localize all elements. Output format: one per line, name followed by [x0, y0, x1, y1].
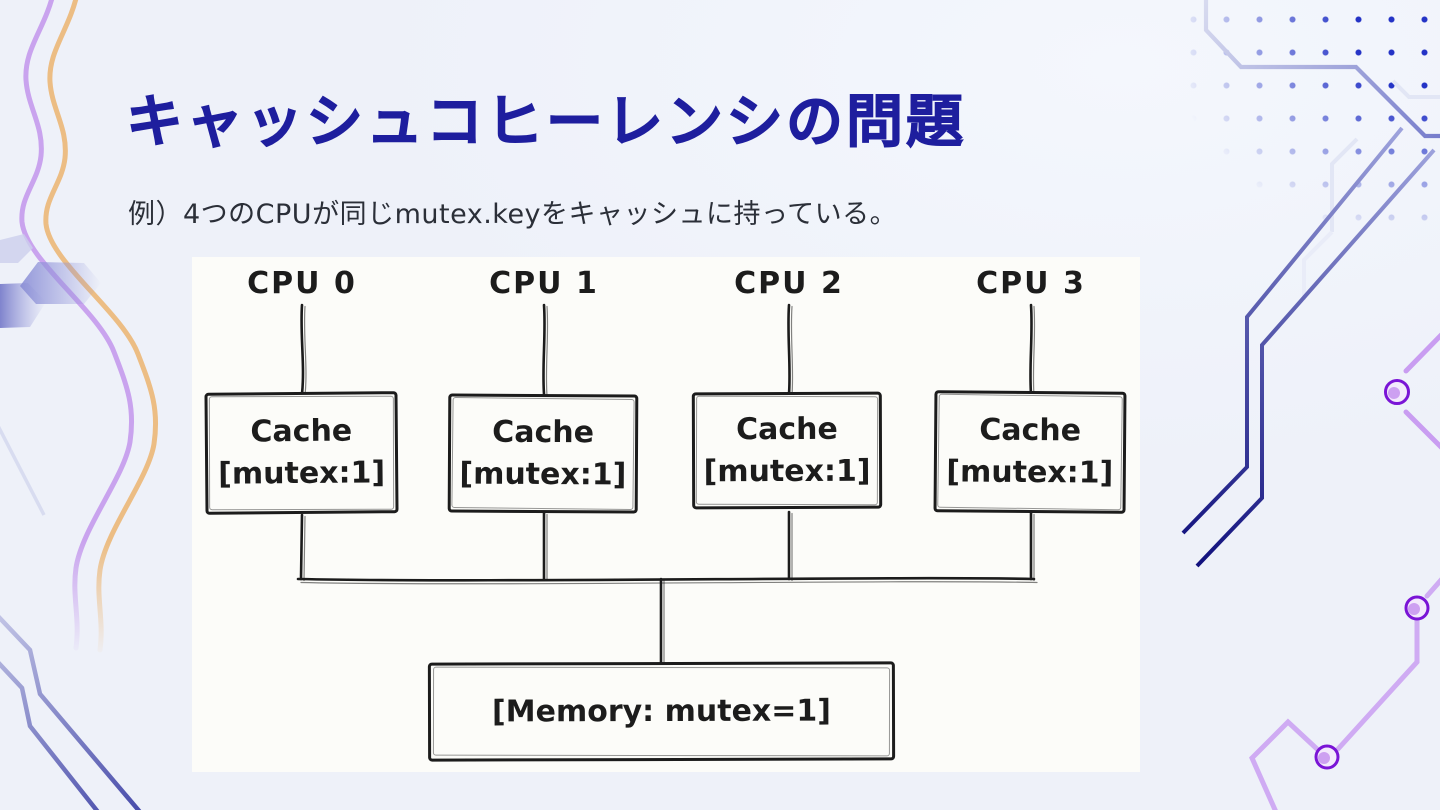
cache-box-3: Cache [mutex:1] — [933, 390, 1127, 514]
decor-dot-grid — [1168, 0, 1440, 226]
cache-title: Cache — [735, 411, 838, 447]
purple-circuit-upper — [1384, 332, 1440, 450]
cpu-label-1: CPU 1 — [489, 266, 599, 301]
diagram-panel: CPU 0 CPU 1 CPU 2 CPU 3 Cache [mutex:1] … — [192, 257, 1140, 772]
cache-value: [mutex:1] — [459, 456, 627, 492]
circuit-node-icon — [1384, 379, 1410, 405]
circuit-node-icon — [1404, 595, 1430, 621]
cache-value: [mutex:1] — [703, 453, 871, 489]
cache-title: Cache — [250, 413, 353, 450]
cpu-label-2: CPU 2 — [734, 266, 844, 301]
diagram-connectors — [296, 303, 1038, 667]
cache-box-1: Cache [mutex:1] — [447, 393, 639, 514]
memory-box: [Memory: mutex=1] — [427, 661, 896, 762]
cpu-label-3: CPU 3 — [976, 266, 1086, 301]
cache-box-2: Cache [mutex:1] — [691, 391, 883, 510]
hex-shard — [0, 234, 33, 263]
cache-value: [mutex:1] — [946, 454, 1114, 491]
circuit-node-icon — [1314, 744, 1340, 770]
slide-subtitle: 例）4つのCPUが同じmutex.keyをキャッシュに持っている。 — [128, 199, 898, 230]
cache-title: Cache — [492, 414, 595, 450]
purple-circuit-lower — [1249, 577, 1440, 810]
page-title: キャッシュコヒーレンシの問題 — [125, 88, 966, 155]
cache-value: [mutex:1] — [218, 455, 386, 492]
cache-title: Cache — [979, 412, 1082, 449]
cache-box-0: Cache [mutex:1] — [204, 391, 399, 515]
hex-shard — [0, 283, 46, 328]
memory-label: [Memory: mutex=1] — [491, 693, 832, 730]
cpu-label-0: CPU 0 — [247, 266, 357, 301]
hex-shard — [20, 262, 101, 304]
